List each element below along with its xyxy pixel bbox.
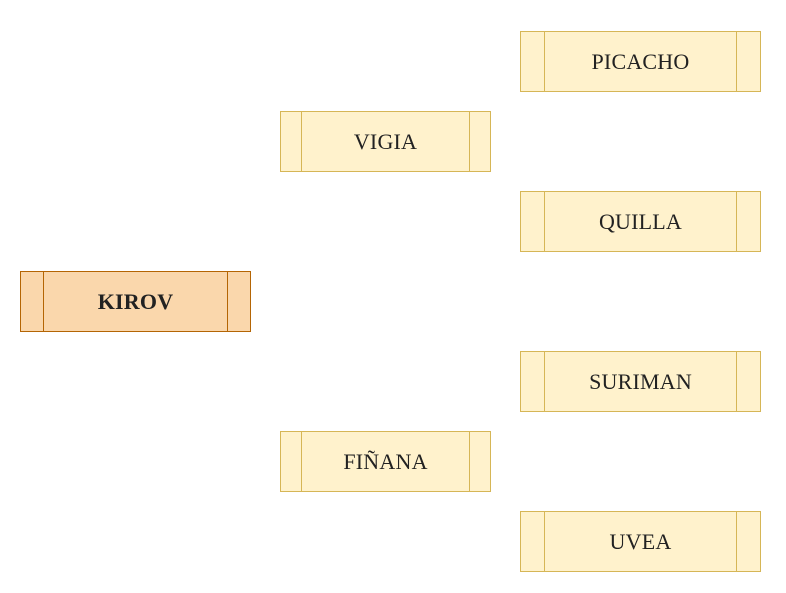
node-divider [301,112,302,171]
node-finana[interactable]: FIÑANA [280,431,491,492]
node-label: KIROV [97,288,174,314]
node-label: UVEA [609,528,672,554]
node-divider [544,32,545,91]
node-vigia[interactable]: VIGIA [280,111,491,172]
node-divider [736,512,737,571]
node-divider [301,432,302,491]
node-label: PICACHO [591,48,690,74]
node-label: QUILLA [598,208,683,234]
node-divider [736,192,737,251]
node-kirov[interactable]: KIROV [20,271,251,332]
node-divider [43,272,44,331]
node-divider [544,352,545,411]
node-label: FIÑANA [343,448,428,474]
node-suriman[interactable]: SURIMAN [520,351,761,412]
node-uvea[interactable]: UVEA [520,511,761,572]
node-picacho[interactable]: PICACHO [520,31,761,92]
node-divider [469,432,470,491]
node-divider [544,512,545,571]
node-divider [544,192,545,251]
node-label: VIGIA [353,128,418,154]
node-divider [736,352,737,411]
node-divider [736,32,737,91]
node-quilla[interactable]: QUILLA [520,191,761,252]
node-label: SURIMAN [589,368,692,394]
node-divider [469,112,470,171]
node-divider [227,272,228,331]
